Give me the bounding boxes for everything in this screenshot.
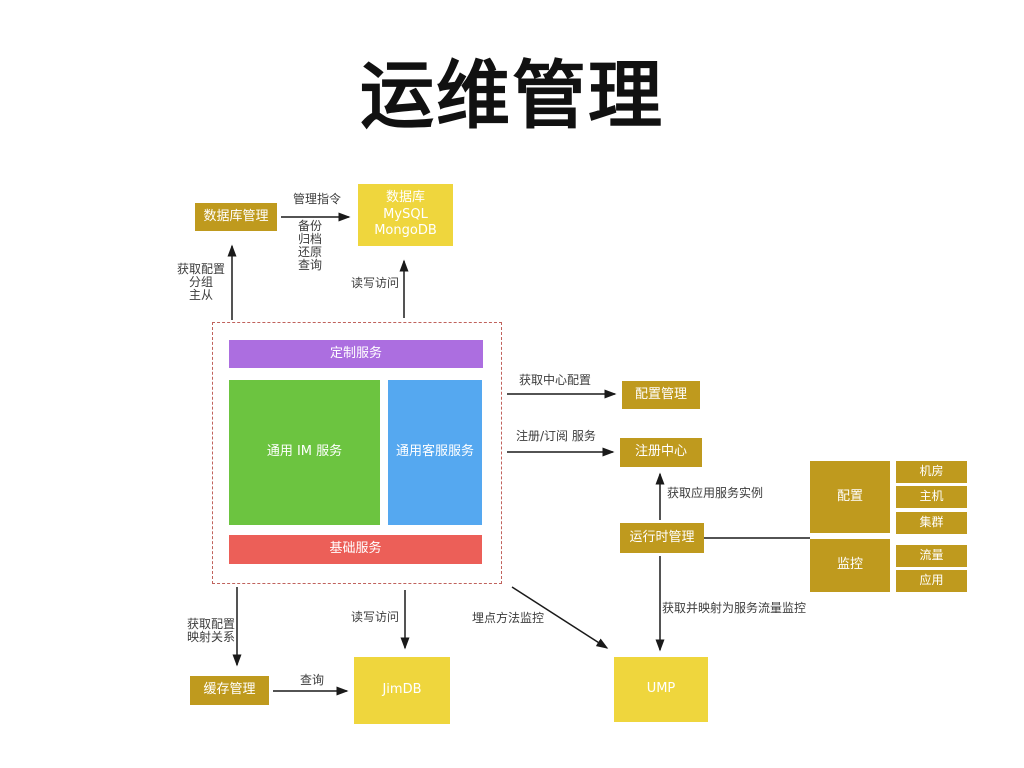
platform-container — [212, 322, 502, 584]
node-config-mgmt: 配置管理 — [622, 381, 700, 409]
label-get-app-instance: 获取应用服务实例 — [667, 486, 764, 500]
label-command-list: 备份 归档 还原 查询 — [297, 219, 322, 272]
node-application: 应用 — [896, 570, 967, 592]
label-get-config-mapping: 获取配置 映射关系 — [186, 617, 235, 644]
page-title: 运维管理 — [360, 53, 664, 139]
node-im-service: 通用 IM 服务 — [229, 380, 380, 525]
node-host: 主机 — [896, 486, 967, 508]
node-monitor: 监控 — [810, 539, 890, 592]
label-map-traffic-monitor: 获取并映射为服务流量监控 — [662, 601, 807, 615]
node-jimdb: JimDB — [354, 657, 450, 724]
node-ump: UMP — [614, 657, 708, 722]
node-machine-room: 机房 — [896, 461, 967, 483]
node-customer-service: 通用客服服务 — [388, 380, 482, 525]
label-get-center-config: 获取中心配置 — [519, 373, 592, 387]
label-tracking-monitor: 埋点方法监控 — [472, 611, 545, 625]
node-base-services: 基础服务 — [229, 535, 482, 564]
node-registry: 注册中心 — [620, 438, 702, 467]
node-database-mgmt: 数据库管理 — [195, 203, 277, 231]
label-rw-access-bottom: 读写访问 — [350, 610, 399, 624]
label-register-subscribe: 注册/订阅 服务 — [516, 429, 596, 443]
label-mgmt-command: 管理指令 — [292, 192, 341, 206]
label-get-config-group: 获取配置 分组 主从 — [176, 262, 225, 302]
node-cache-mgmt: 缓存管理 — [190, 676, 269, 705]
node-custom-services: 定制服务 — [229, 340, 483, 368]
node-runtime-mgmt: 运行时管理 — [620, 523, 704, 553]
label-rw-access-top: 读写访问 — [350, 276, 399, 290]
node-cluster: 集群 — [896, 512, 967, 534]
node-database: 数据库 MySQL MongoDB — [358, 184, 453, 246]
node-traffic: 流量 — [896, 545, 967, 567]
label-query: 查询 — [299, 673, 324, 687]
node-config: 配置 — [810, 461, 890, 533]
